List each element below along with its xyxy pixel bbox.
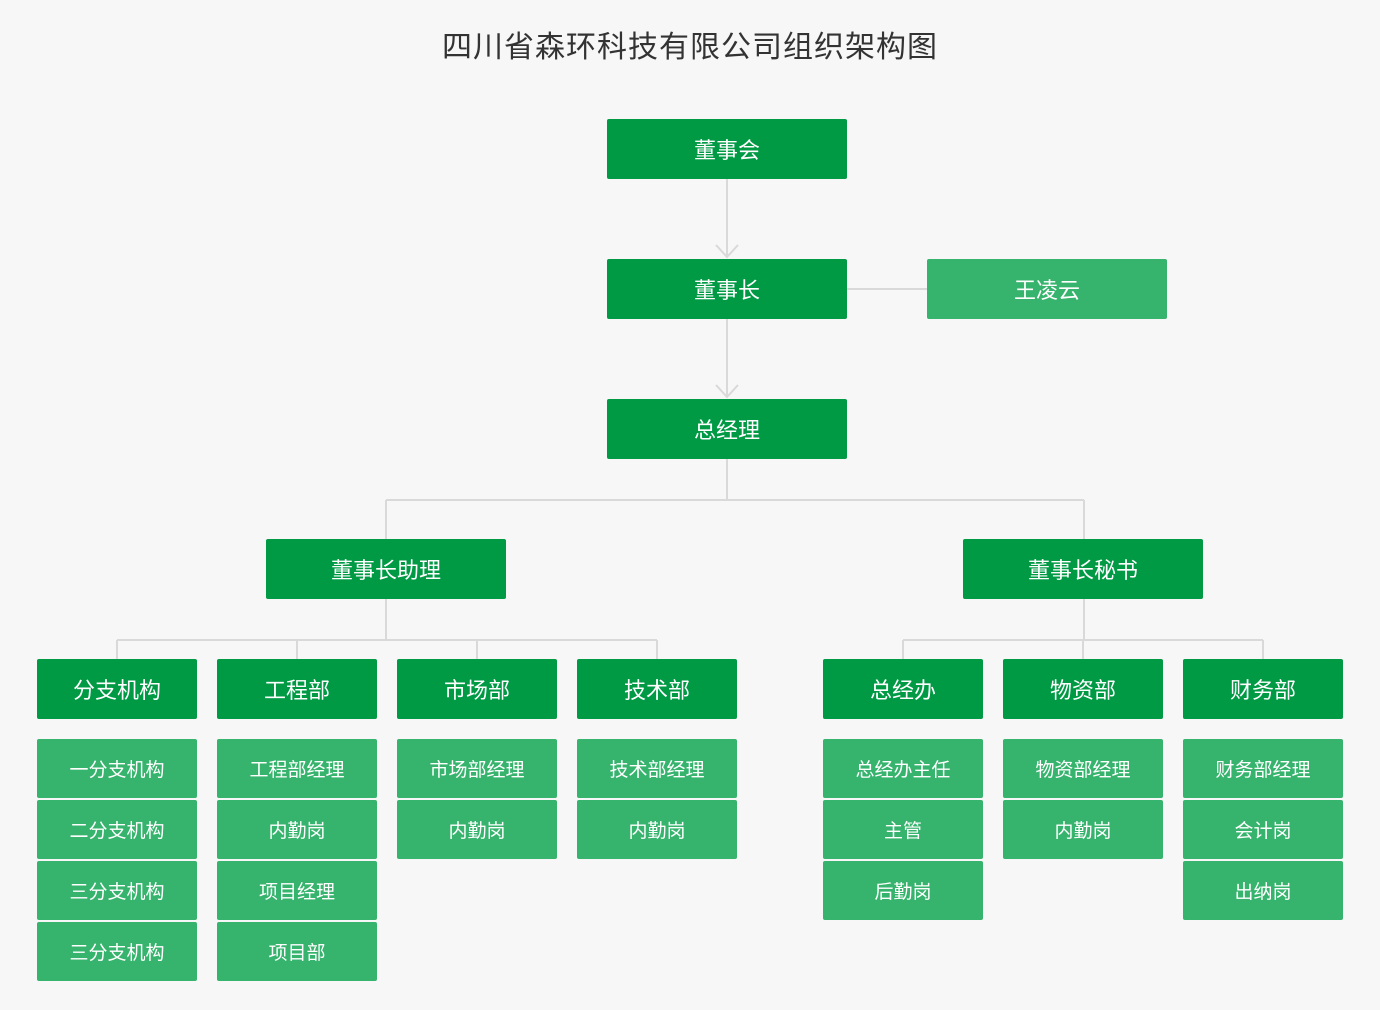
position-node: 内勤岗 — [217, 800, 377, 859]
position-node: 一分支机构 — [37, 739, 197, 798]
department-node: 物资部 — [1003, 659, 1163, 719]
department-node: 技术部 — [577, 659, 737, 719]
node-wang-lingyun: 王凌云 — [927, 259, 1167, 319]
position-node: 项目部 — [217, 922, 377, 981]
position-node: 后勤岗 — [823, 861, 983, 920]
position-node: 内勤岗 — [577, 800, 737, 859]
position-node: 出纳岗 — [1183, 861, 1343, 920]
position-node: 内勤岗 — [1003, 800, 1163, 859]
department-node: 财务部 — [1183, 659, 1343, 719]
position-node: 工程部经理 — [217, 739, 377, 798]
position-node: 总经办主任 — [823, 739, 983, 798]
department-node: 工程部 — [217, 659, 377, 719]
position-node: 主管 — [823, 800, 983, 859]
node-board: 董事会 — [607, 119, 847, 179]
node-general-manager: 总经理 — [607, 399, 847, 459]
position-node: 市场部经理 — [397, 739, 557, 798]
node-chairman-secretary: 董事长秘书 — [963, 539, 1203, 599]
position-node: 三分支机构 — [37, 861, 197, 920]
node-chairman-assistant: 董事长助理 — [266, 539, 506, 599]
department-node: 分支机构 — [37, 659, 197, 719]
position-node: 会计岗 — [1183, 800, 1343, 859]
position-node: 二分支机构 — [37, 800, 197, 859]
department-node: 总经办 — [823, 659, 983, 719]
position-node: 项目经理 — [217, 861, 377, 920]
position-node: 三分支机构 — [37, 922, 197, 981]
department-node: 市场部 — [397, 659, 557, 719]
chart-title: 四川省森环科技有限公司组织架构图 — [442, 30, 938, 65]
position-node: 财务部经理 — [1183, 739, 1343, 798]
position-node: 技术部经理 — [577, 739, 737, 798]
node-chairman: 董事长 — [607, 259, 847, 319]
position-node: 物资部经理 — [1003, 739, 1163, 798]
position-node: 内勤岗 — [397, 800, 557, 859]
